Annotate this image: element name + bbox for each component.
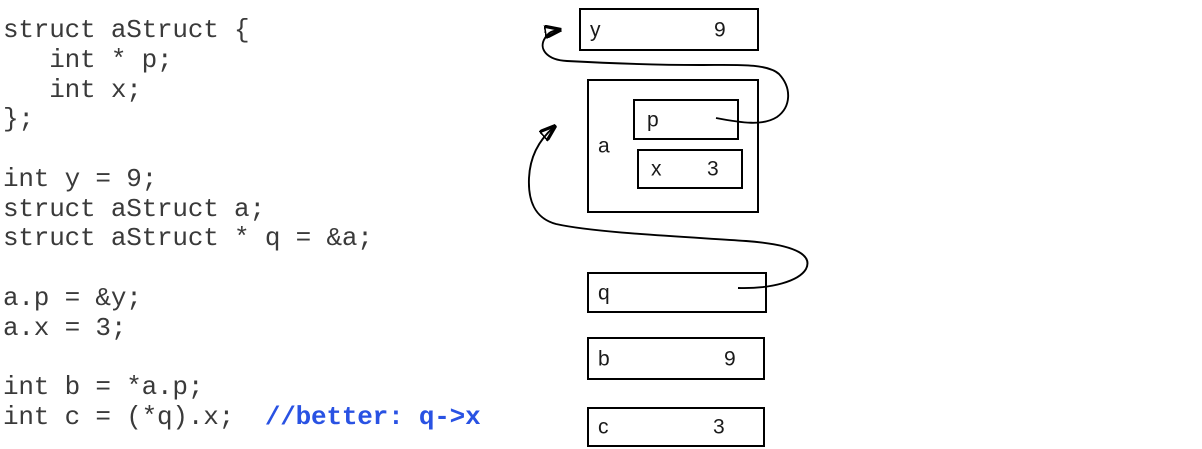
var-label: c bbox=[598, 415, 609, 439]
code-line: int x; bbox=[3, 74, 142, 105]
var-value: 3 bbox=[707, 157, 719, 181]
field-box-x: x 3 bbox=[637, 149, 743, 189]
var-label: p bbox=[647, 108, 659, 131]
code-line-with-comment: int c = (*q).x; //better: q->x bbox=[3, 401, 481, 433]
code-line: a.p = &y; bbox=[3, 282, 142, 313]
var-box-b: b 9 bbox=[587, 337, 765, 380]
var-box-q: q bbox=[587, 272, 767, 313]
code-line: int b = *a.p; bbox=[3, 372, 204, 403]
var-value: 3 bbox=[713, 415, 725, 439]
var-label: q bbox=[598, 281, 610, 304]
code-comment: //better: q->x bbox=[264, 401, 481, 432]
var-label: y bbox=[590, 18, 601, 41]
code-line: struct aStruct a; bbox=[3, 193, 265, 224]
var-value: 9 bbox=[714, 18, 726, 41]
code-line: int * p; bbox=[3, 44, 173, 75]
code-line: struct aStruct { bbox=[3, 15, 250, 45]
var-label: b bbox=[598, 347, 610, 370]
code-line bbox=[3, 254, 480, 284]
code-statement: int c = (*q).x; bbox=[3, 401, 265, 432]
var-label: x bbox=[651, 157, 662, 181]
var-box-c: c 3 bbox=[587, 407, 765, 447]
var-value: 9 bbox=[724, 347, 736, 370]
code-line: int y = 9; bbox=[3, 163, 158, 194]
code-line: a.x = 3; bbox=[3, 312, 127, 343]
code-line bbox=[3, 135, 480, 165]
code-line: struct aStruct * q = &a; bbox=[3, 223, 373, 254]
var-box-y: y 9 bbox=[579, 8, 759, 51]
code-line: }; bbox=[3, 104, 34, 135]
code-line bbox=[3, 343, 480, 373]
code-block: struct aStruct { int * p; int x;}; int y … bbox=[3, 15, 481, 433]
var-label: a bbox=[598, 134, 610, 158]
field-box-p: p bbox=[633, 99, 739, 140]
